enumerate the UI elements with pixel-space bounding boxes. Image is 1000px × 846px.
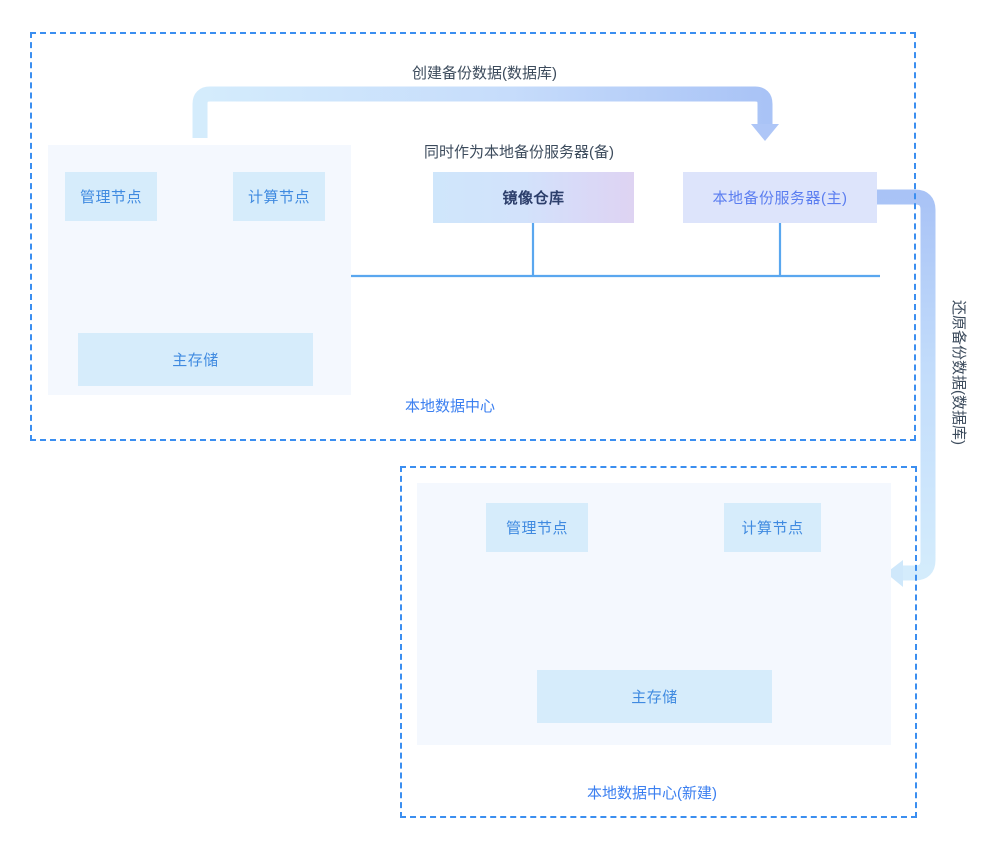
node-backup-server-primary[interactable]: 本地备份服务器(主) [683,172,877,223]
node-compute-node-bottom[interactable]: 计算节点 [724,503,821,552]
node-mgmt-node-bottom[interactable]: 管理节点 [486,503,588,552]
node-main-storage-bottom[interactable]: 主存储 [537,670,772,723]
annotation-create-backup: 创建备份数据(数据库) [412,65,557,82]
node-mgmt-node-top[interactable]: 管理节点 [65,172,157,221]
zone-title-local-datacenter-new: 本地数据中心(新建) [587,785,717,802]
node-image-registry[interactable]: 镜像仓库 [433,172,634,223]
annotation-also-as-standby: 同时作为本地备份服务器(备) [424,144,614,161]
node-label: 计算节点 [741,520,804,537]
node-label: 主存储 [631,689,678,706]
zone-title-local-datacenter: 本地数据中心 [405,398,496,415]
node-label: 计算节点 [247,189,310,206]
node-main-storage-top[interactable]: 主存储 [78,333,313,386]
node-label: 主存储 [172,352,219,369]
node-label: 本地备份服务器(主) [712,190,848,207]
annotation-restore-backup: 还原备份数据(数据库) [950,300,967,445]
node-label: 镜像仓库 [502,190,565,207]
node-compute-node-top[interactable]: 计算节点 [233,172,325,221]
zone-local-datacenter [30,32,916,441]
node-label: 管理节点 [79,189,142,206]
node-label: 管理节点 [505,520,568,537]
zone-local-datacenter-new [400,466,917,818]
